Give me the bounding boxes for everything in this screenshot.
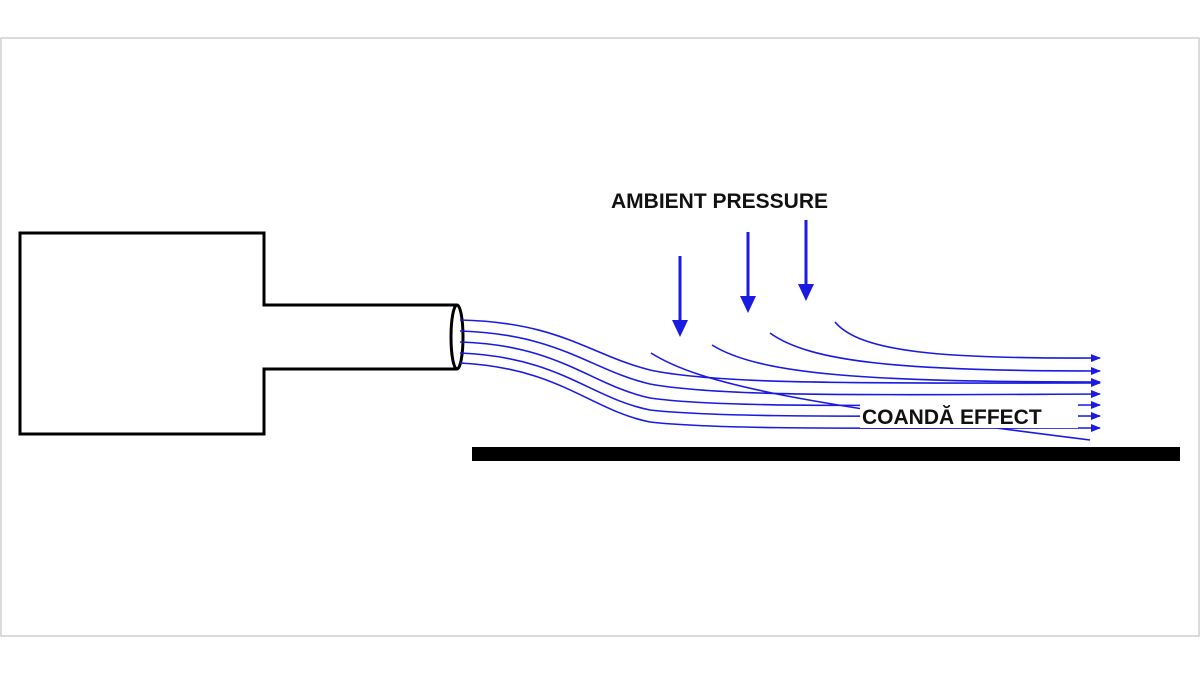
nozzle-outlet <box>449 303 465 371</box>
diagram-frame <box>0 37 1200 637</box>
jet-streamline <box>459 319 1101 388</box>
coanda-label-backdrop <box>860 402 1078 428</box>
entrained-streamline <box>834 321 1101 363</box>
jet-streamline <box>459 362 1101 433</box>
flat-surface <box>472 447 1180 461</box>
jet-streamline <box>459 330 1101 399</box>
entrained-streamline <box>711 344 1101 386</box>
pressure-arrow-head <box>798 284 814 301</box>
entrained-streamline <box>769 332 1101 375</box>
ambient-pressure-arrows <box>672 220 814 337</box>
pressure-arrow-head <box>672 320 688 337</box>
ambient-pressure-label: AMBIENT PRESSURE <box>611 190 828 213</box>
coanda-effect-label: COANDĂ EFFECT <box>862 406 1042 429</box>
pressure-arrow-head <box>740 296 756 313</box>
blower-housing <box>18 231 457 436</box>
entrained-streamlines <box>650 321 1101 441</box>
